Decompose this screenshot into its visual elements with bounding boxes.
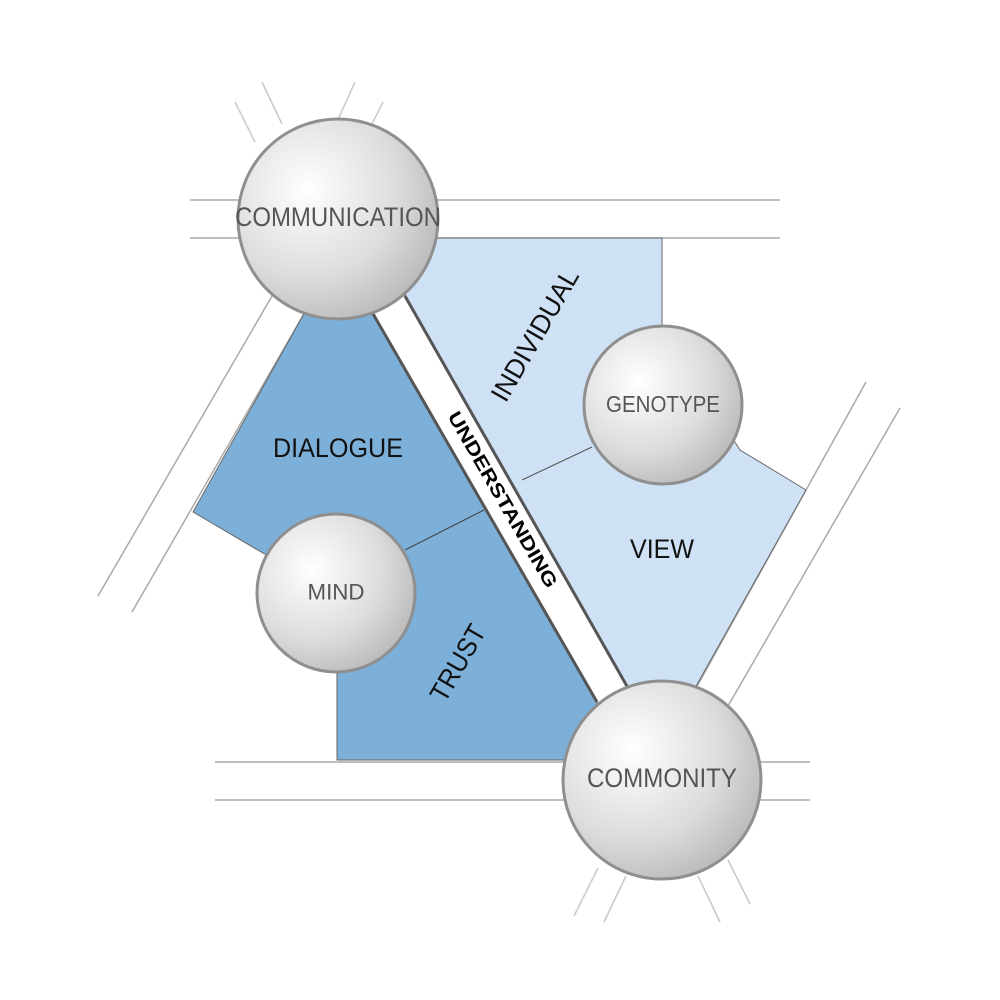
commonity-label: COMMONITY [587, 763, 737, 793]
node-communication: COMMUNICATION [235, 117, 441, 321]
view-label: VIEW [630, 534, 694, 564]
guide-lines [97, 199, 901, 801]
strip-edge-right [403, 295, 630, 689]
node-mind: MIND [255, 512, 417, 674]
rays-bottom [573, 859, 751, 923]
dialogue-label: DIALOGUE [273, 433, 403, 463]
dark-divider [404, 509, 485, 551]
node-genotype: GENOTYPE [582, 324, 744, 486]
strip-edge-left [370, 311, 599, 703]
understanding-strip [372, 296, 628, 702]
mind-label: MIND [308, 580, 365, 605]
light-divider [521, 446, 593, 481]
node-commonity: COMMONITY [561, 679, 763, 881]
genotype-label: GENOTYPE [606, 391, 720, 417]
communication-label: COMMUNICATION [235, 202, 441, 232]
